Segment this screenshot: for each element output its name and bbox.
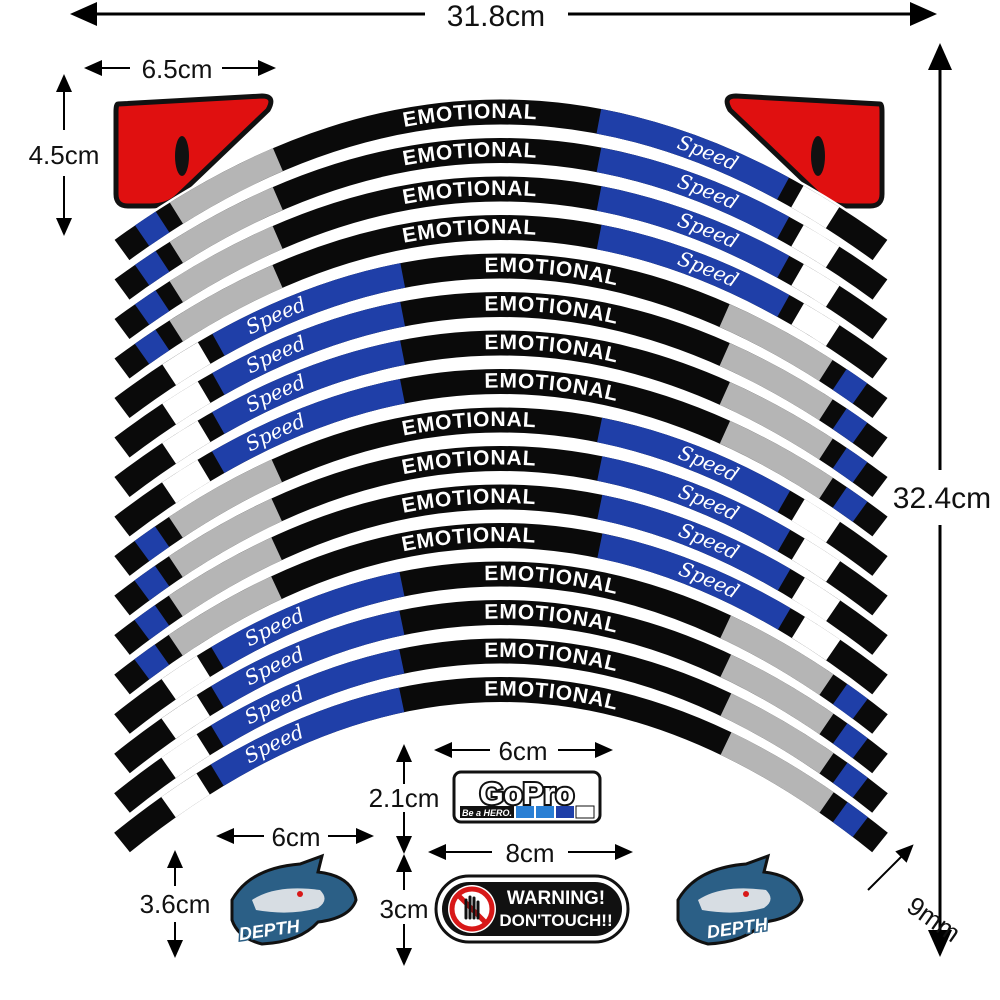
corner-height-label: 4.5cm — [29, 140, 100, 170]
gopro-tagline: Be a HERO. — [462, 808, 512, 818]
corner-sticker-right — [724, 93, 885, 209]
stripe-accent — [114, 484, 888, 655]
stripe-accent — [114, 292, 888, 458]
stripe-word: EMOTIONAL — [484, 561, 621, 598]
stripe-accent — [114, 561, 888, 734]
warning-line2: DON'TOUCH!! — [499, 911, 612, 930]
stripe-accent — [114, 253, 888, 419]
stripe-accent — [114, 369, 888, 537]
stripe-word: EMOTIONAL — [484, 677, 621, 714]
total-height-label: 32.4cm — [893, 482, 991, 515]
gopro-width-dimension: 6cm — [434, 736, 613, 766]
stripe-accent — [114, 484, 888, 655]
total-width-label: 31.8cm — [447, 0, 545, 33]
corner-width-label: 6.5cm — [142, 54, 213, 84]
stripe-accent — [114, 138, 888, 300]
corner-width-dimension: 6.5cm — [84, 54, 276, 84]
stripe-accent — [114, 330, 888, 497]
stripe-accent — [114, 638, 888, 813]
stripe-accent — [114, 215, 888, 379]
stripe-accent — [114, 99, 888, 261]
stripe-accent — [114, 407, 888, 576]
stripe-accent — [114, 600, 888, 774]
stripe-accent — [114, 253, 888, 419]
stripe-accent — [114, 215, 888, 379]
stripe-accent — [114, 446, 888, 616]
warning-width-label: 8cm — [505, 838, 554, 868]
stripe-width-label: 9mm — [902, 890, 967, 948]
warning-height-label: 3cm — [379, 894, 428, 924]
stripe-word: EMOTIONAL — [484, 292, 621, 329]
gopro-height-label: 2.1cm — [369, 783, 440, 813]
shark-height-label: 3.6cm — [140, 889, 211, 919]
stripe-accent — [114, 292, 888, 458]
warning-height-dimension: 3cm — [379, 854, 429, 966]
gopro-sticker: GoPro Be a HERO. — [452, 770, 602, 824]
stripe-accent — [114, 99, 888, 261]
stripe-word: EMOTIONAL — [484, 330, 621, 367]
shark-width-label: 6cm — [271, 822, 320, 852]
warning-line1: WARNING! — [507, 888, 605, 909]
stripe-accent — [114, 638, 888, 813]
stripe-accent — [114, 600, 888, 774]
stripe-accent — [114, 446, 888, 616]
total-width-dimension: 31.8cm — [70, 0, 937, 33]
corner-height-dimension: 4.5cm — [29, 74, 100, 236]
corner-sticker-left — [113, 93, 274, 209]
stripe-accent — [114, 677, 888, 853]
warning-width-dimension: 8cm — [428, 838, 633, 868]
stripe-accent — [114, 330, 888, 497]
stripe-word: EMOTIONAL — [484, 369, 621, 406]
stripe-accent — [114, 138, 888, 300]
stripe-word: EMOTIONAL — [484, 638, 621, 675]
shark-sticker-right: DEPTH — [676, 853, 804, 946]
shark-width-dimension: 6cm — [216, 822, 374, 852]
stripe-accent — [114, 561, 888, 734]
gopro-width-label: 6cm — [498, 736, 547, 766]
rim-stripe-stack: EMOTIONALSpeedEMOTIONALSpeedEMOTIONALSpe… — [112, 97, 890, 855]
stripe-accent — [114, 407, 888, 576]
stripe-accent — [114, 523, 888, 695]
stripe-width-dimension: 9mm — [867, 844, 967, 948]
warning-sticker: WARNING! DON'TOUCH!! — [434, 874, 630, 944]
stripe-word: EMOTIONAL — [484, 253, 621, 290]
stripe-accent — [114, 677, 888, 853]
stripe-accent — [114, 523, 888, 695]
stripe-accent — [114, 176, 888, 340]
shark-height-dimension: 3.6cm — [140, 850, 211, 958]
stripe-word: EMOTIONAL — [484, 600, 621, 637]
total-height-dimension: 32.4cm — [893, 43, 991, 957]
gopro-height-dimension: 2.1cm — [369, 744, 440, 854]
stripe-accent — [114, 369, 888, 537]
gopro-brand-text: GoPro — [480, 776, 575, 811]
stripe-accent — [114, 176, 888, 340]
shark-sticker-left: DEPTH — [230, 853, 358, 946]
